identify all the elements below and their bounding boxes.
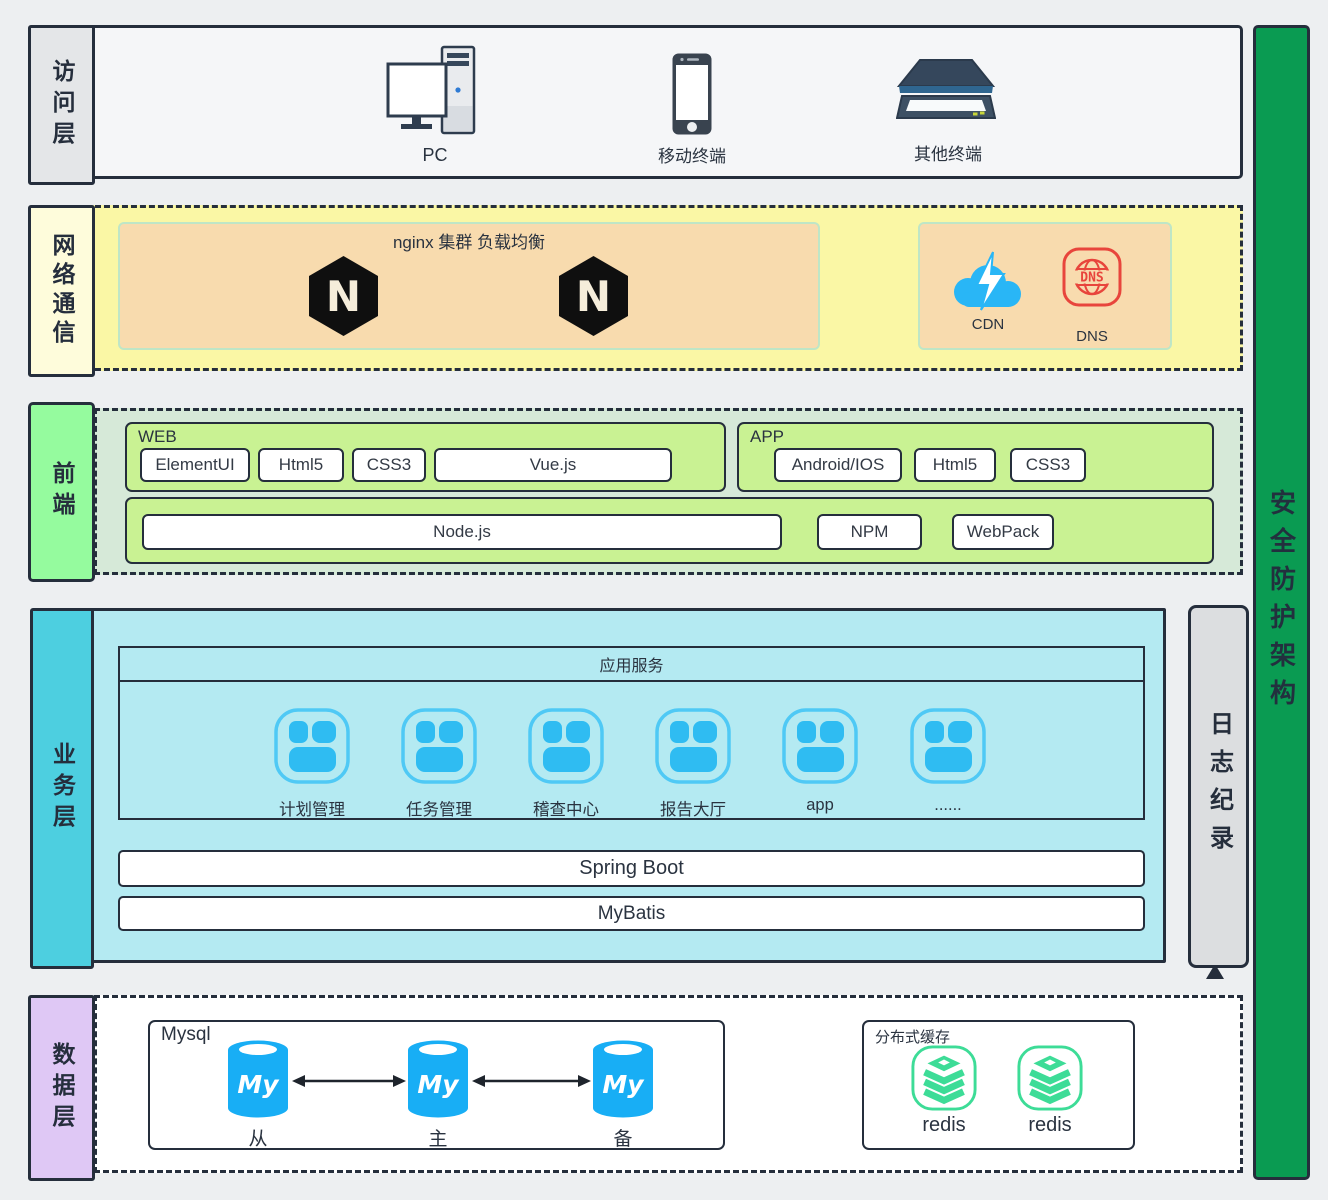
- double-arrow-icon: [472, 1075, 591, 1087]
- redis-label: redis: [922, 1114, 966, 1136]
- access-layer-label: 访问层: [28, 25, 95, 185]
- mysql-db-icon: My: [593, 1040, 653, 1118]
- service-label: 任务管理: [406, 801, 472, 819]
- scanner-icon: [896, 59, 996, 119]
- chip-nodejs: Node.js: [142, 514, 782, 550]
- svg-text:My: My: [417, 1070, 460, 1099]
- redis-label: redis: [1028, 1114, 1072, 1136]
- nginx-logo-icon: N: [309, 256, 378, 336]
- chip-npm: NPM: [817, 514, 922, 550]
- chip-html5: Html5: [258, 448, 344, 482]
- mysql-node-label: 从: [248, 1129, 268, 1150]
- app-services-title: 应用服务: [599, 658, 664, 675]
- log-record-bar: 日志纪录: [1188, 605, 1249, 968]
- access-layer-panel: [86, 25, 1243, 179]
- mysql-box: Mysql My My My 从: [148, 1020, 725, 1150]
- app-module-icon: [401, 708, 477, 784]
- cdn-cloud-icon: [954, 251, 1021, 311]
- pc-label: PC: [422, 145, 448, 165]
- svg-text:N: N: [326, 272, 361, 321]
- nginx-logo-icon: N: [559, 256, 628, 336]
- business-layer-label: 业务层: [30, 608, 94, 969]
- double-arrow-icon: [292, 1075, 406, 1087]
- service-item: app: [765, 706, 875, 815]
- chip-webpack: WebPack: [952, 514, 1054, 550]
- app-module-icon: [274, 708, 350, 784]
- app-module-icon: [782, 708, 858, 784]
- business-layer-label-text: 业务层: [49, 742, 76, 835]
- chip-android-ios: Android/IOS: [774, 448, 902, 482]
- service-item: 稽查中心: [511, 706, 621, 820]
- service-label: 报告大厅: [660, 801, 726, 819]
- cdn-dns-box: CDN DNS DNS: [918, 222, 1172, 350]
- nginx-cluster-title: nginx 集群 负载均衡: [392, 233, 546, 252]
- svg-text:DNS: DNS: [1080, 271, 1104, 286]
- app-services-box: 应用服务 计划管理 任务管理 稽查中心: [118, 646, 1145, 820]
- mysql-title: Mysql: [161, 1024, 211, 1045]
- service-item: 任务管理: [384, 706, 494, 820]
- security-bar: 安全防护架构: [1253, 25, 1310, 1180]
- mybatis-bar: MyBatis: [118, 896, 1145, 931]
- frontend-layer-label: 前端: [28, 402, 95, 582]
- other-terminal-label: 其他终端: [914, 145, 982, 164]
- app-services-title-bar: 应用服务: [120, 648, 1143, 682]
- chip-css3: CSS3: [352, 448, 426, 482]
- app-group-box: APP Android/IOS Html5 CSS3: [737, 422, 1214, 492]
- springboot-bar: Spring Boot: [118, 850, 1145, 887]
- cdn-label: CDN: [971, 316, 1005, 333]
- data-layer-label: 数据层: [28, 995, 95, 1181]
- security-bar-label: 安全防护架构: [1266, 488, 1297, 717]
- dns-label: DNS: [1076, 328, 1108, 345]
- chip-css3-app: CSS3: [1010, 448, 1086, 482]
- chip-elementui: ElementUI: [140, 448, 250, 482]
- service-item: ......: [893, 706, 1003, 815]
- mysql-node-label: 备: [613, 1129, 633, 1150]
- chip-html5-app: Html5: [914, 448, 996, 482]
- service-label: 计划管理: [279, 801, 345, 819]
- app-module-icon: [910, 708, 986, 784]
- dns-icon: DNS: [1062, 247, 1122, 307]
- data-layer-label-text: 数据层: [49, 1041, 75, 1135]
- mysql-db-icon: My: [408, 1040, 468, 1118]
- mysql-node-label: 主: [428, 1129, 448, 1150]
- pc-icon: [386, 45, 476, 135]
- service-item: 计划管理: [257, 706, 367, 820]
- chip-vuejs: Vue.js: [434, 448, 672, 482]
- service-label: app: [806, 796, 834, 814]
- nginx-cluster-box: nginx 集群 负载均衡 N N: [118, 222, 820, 350]
- app-group-title: APP: [750, 427, 785, 446]
- cache-box: 分布式缓存 redis redis: [862, 1020, 1135, 1150]
- web-group-box: WEB ElementUI Html5 CSS3 Vue.js: [125, 422, 726, 492]
- app-module-icon: [528, 708, 604, 784]
- redis-icon: [1017, 1045, 1083, 1111]
- service-label: 稽查中心: [533, 801, 599, 819]
- access-layer-label-text: 访问层: [49, 58, 75, 152]
- cache-title: 分布式缓存: [875, 1029, 951, 1046]
- svg-text:My: My: [602, 1070, 645, 1099]
- svg-text:N: N: [576, 272, 611, 321]
- mobile-phone-icon: [672, 53, 712, 135]
- svg-text:My: My: [237, 1070, 280, 1099]
- service-label: ......: [934, 796, 962, 814]
- service-item: 报告大厅: [638, 706, 748, 820]
- mysql-db-icon: My: [228, 1040, 288, 1118]
- network-layer-label-text: 网络通信: [49, 233, 75, 349]
- mobile-label: 移动终端: [658, 147, 726, 166]
- log-record-label: 日志纪录: [1205, 710, 1233, 863]
- app-module-icon: [655, 708, 731, 784]
- frontend-tooling-box: Node.js NPM WebPack: [125, 497, 1214, 564]
- web-group-title: WEB: [138, 427, 177, 446]
- redis-icon: [911, 1045, 977, 1111]
- network-layer-label: 网络通信: [28, 205, 95, 377]
- frontend-layer-label-text: 前端: [49, 461, 75, 523]
